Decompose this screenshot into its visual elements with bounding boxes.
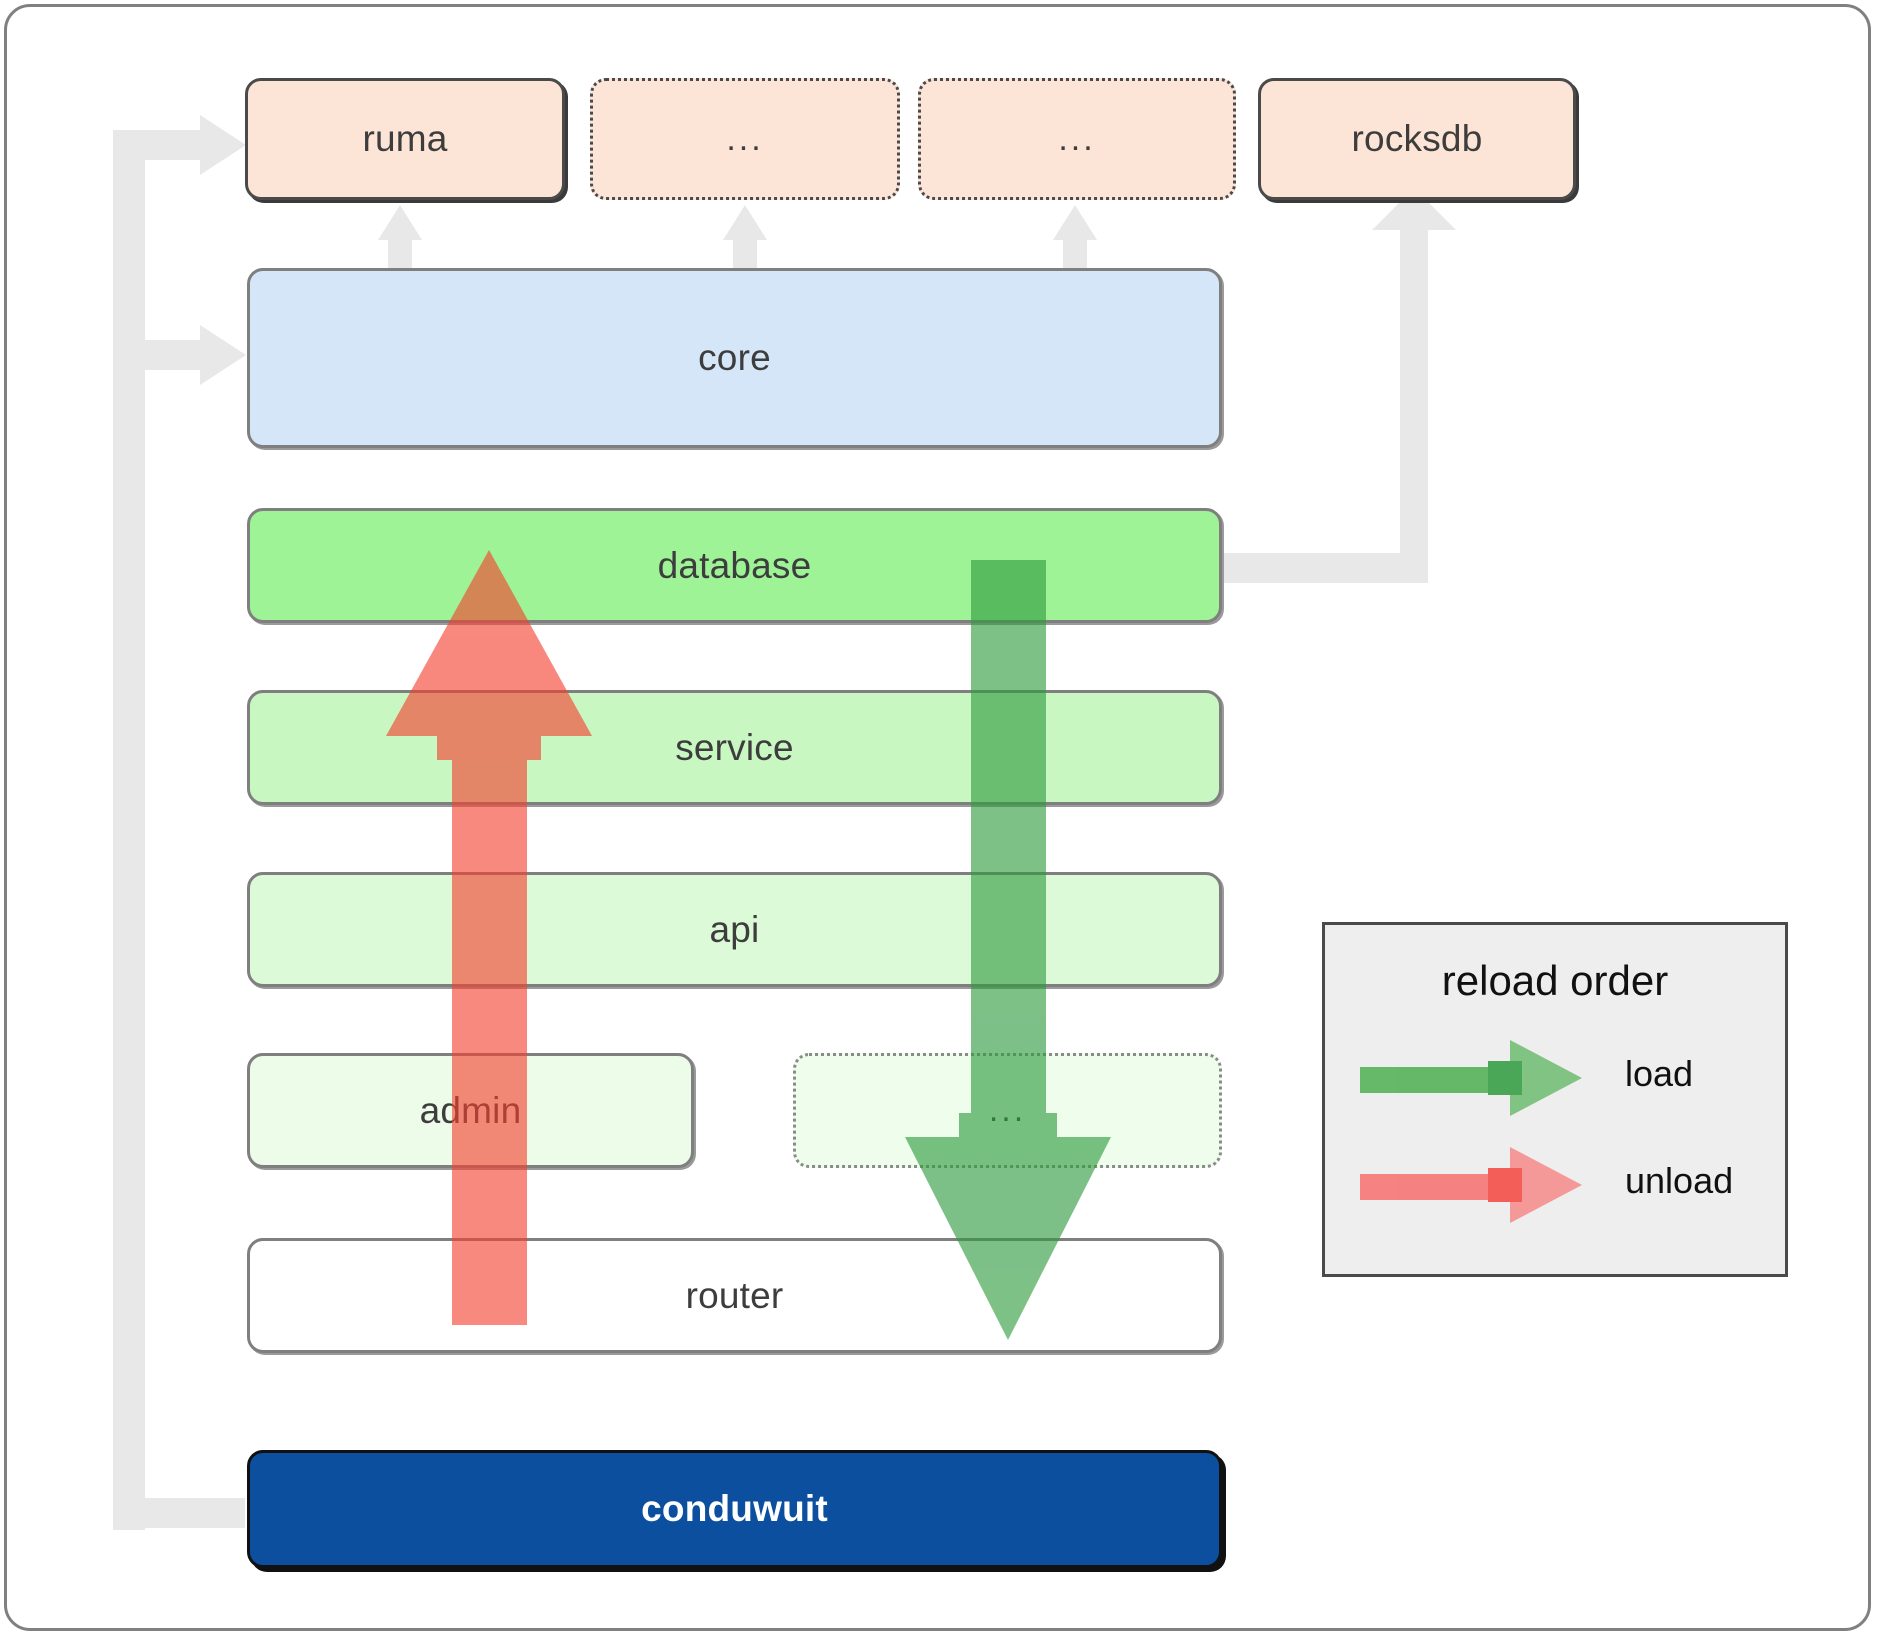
layer-label-service: service (675, 726, 794, 768)
layer-label-core: core (698, 337, 771, 378)
layer-box-api[interactable]: api (247, 872, 1222, 987)
dependency-box-3[interactable]: ... (918, 78, 1236, 200)
layer-label-extra: ... (988, 1091, 1027, 1129)
layer-box-database[interactable]: database (247, 508, 1222, 623)
layer-box-router[interactable]: router (247, 1238, 1222, 1353)
legend-label-unload: unload (1625, 1160, 1734, 1201)
legend-arrow-load-icon (1360, 1040, 1582, 1116)
layer-box-admin[interactable]: admin (247, 1053, 694, 1168)
dependency-label-ruma: ruma (362, 118, 448, 159)
root-box-conduwuit[interactable]: conduwuit (247, 1450, 1222, 1568)
legend-title: reload order (1441, 957, 1669, 1004)
dependency-label-rocksdb: rocksdb (1351, 118, 1483, 159)
dependency-box-rocksdb[interactable]: rocksdb (1258, 78, 1576, 200)
layer-label-database: database (657, 544, 812, 586)
diagram-frame (4, 4, 1871, 1631)
layer-box-core[interactable]: core (247, 268, 1222, 448)
layer-label-router: router (685, 1274, 784, 1316)
layer-box-service[interactable]: service (247, 690, 1222, 805)
root-label-conduwuit: conduwuit (641, 1488, 828, 1529)
dependency-box-2[interactable]: ... (590, 78, 900, 200)
layer-box-extra[interactable]: ... (793, 1053, 1222, 1168)
legend-label-load: load (1625, 1053, 1694, 1094)
layer-label-admin: admin (419, 1089, 522, 1131)
dependency-label-3: ... (1058, 119, 1096, 158)
dependency-label-2: ... (726, 119, 764, 158)
layer-label-api: api (709, 908, 760, 950)
dependency-box-ruma[interactable]: ruma (245, 78, 565, 200)
legend-panel: reload order load unload (1322, 922, 1788, 1277)
legend-arrow-unload-icon (1360, 1147, 1582, 1223)
